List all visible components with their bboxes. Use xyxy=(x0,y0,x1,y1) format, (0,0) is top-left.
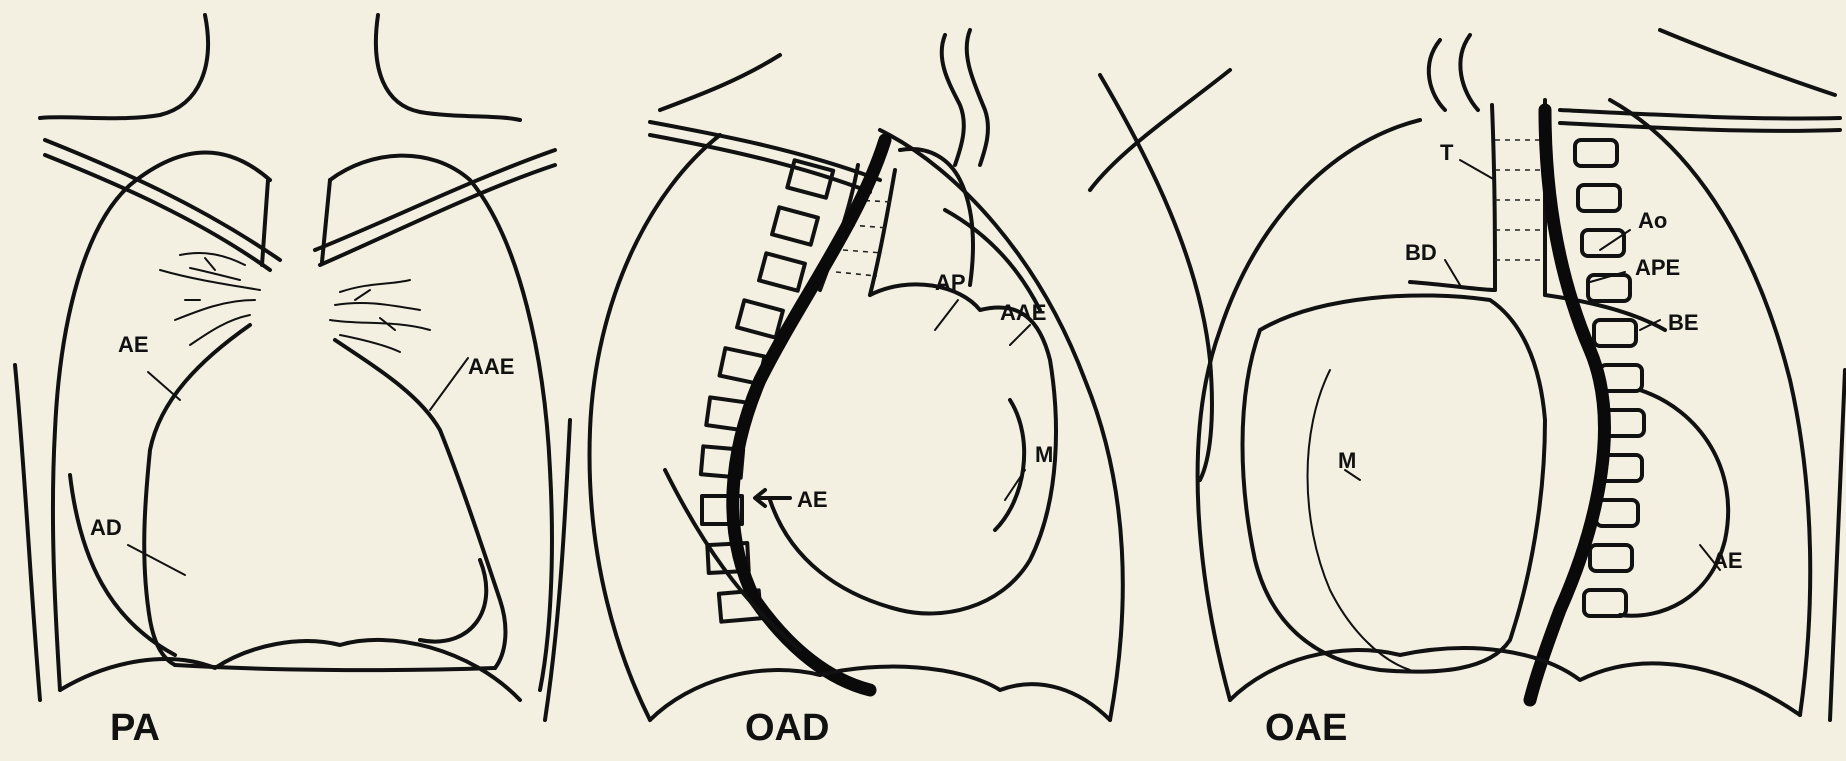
oad-label-m: M xyxy=(1035,442,1053,467)
oae-label-ao: Ao xyxy=(1638,208,1667,233)
oae-outline xyxy=(1090,30,1845,720)
oae-title: OAE xyxy=(1265,707,1347,749)
panel-oae: T Ao BD APE BE M AE OAE xyxy=(1090,30,1845,749)
oad-title: OAD xyxy=(745,707,829,749)
panel-pa: AE AAE AD PA xyxy=(15,15,570,749)
pa-label-aae: AAE xyxy=(468,354,514,379)
oad-label-ae: AE xyxy=(797,487,828,512)
oad-label-aae: AAE xyxy=(1000,300,1046,325)
oae-label-m: M xyxy=(1338,448,1356,473)
oad-outline xyxy=(590,30,1123,720)
oae-label-be: BE xyxy=(1668,310,1699,335)
panel-oad: AP AAE M AE OAD xyxy=(590,30,1123,749)
oad-label-ap: AP xyxy=(935,270,966,295)
oae-label-bd: BD xyxy=(1405,240,1437,265)
pa-title: PA xyxy=(110,707,160,749)
pa-label-ad: AD xyxy=(90,515,122,540)
oae-label-t: T xyxy=(1440,140,1454,165)
oae-label-ae: AE xyxy=(1712,548,1743,573)
oad-spine xyxy=(701,160,833,621)
pa-label-ae: AE xyxy=(118,332,149,357)
oae-label-ape: APE xyxy=(1635,255,1680,280)
